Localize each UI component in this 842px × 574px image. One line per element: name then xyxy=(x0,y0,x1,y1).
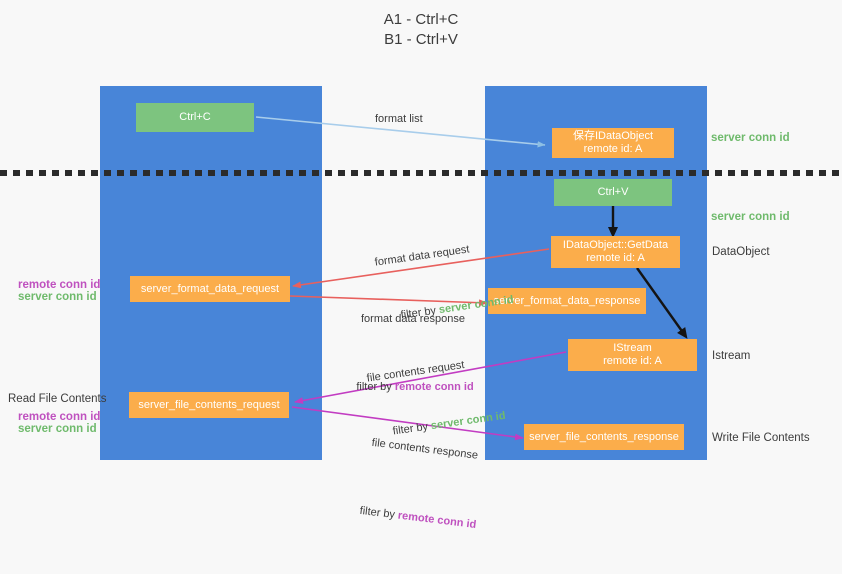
page-title: A1 - Ctrl+C B1 - Ctrl+V xyxy=(383,11,459,48)
left-label-read-file-contents: Read File Contents xyxy=(8,393,107,405)
node-ctrl-c[interactable]: Ctrl+C xyxy=(136,103,254,132)
phase-divider xyxy=(0,170,842,176)
edge-label-format-list: format list xyxy=(375,113,423,125)
node-server-file-contents-request[interactable]: server_file_contents_request xyxy=(129,392,289,418)
node-getdata[interactable]: IDataObject::GetData remote id: A xyxy=(551,236,680,268)
right-label-server-conn-id-mid: server conn id xyxy=(711,211,790,223)
filter-prefix: filter by xyxy=(356,381,395,393)
edge-label-format-data-response-text: format data response xyxy=(361,313,465,325)
filter-prefix: filter by xyxy=(358,504,399,522)
edge-label-file-contents-response-text: file contents response xyxy=(371,436,479,462)
edge-label-format-data-response-filter: filter by remote conn id xyxy=(338,366,474,408)
filter-value: remote conn id xyxy=(397,509,477,532)
node-server-file-contents-response[interactable]: server_file_contents_response xyxy=(524,424,684,450)
node-idataobject[interactable]: 保存IDataObject remote id: A xyxy=(552,128,674,158)
right-label-write-file-contents: Write File Contents xyxy=(712,432,810,444)
diagram-canvas: A1 - Ctrl+C B1 - Ctrl+V A1 remote B1 con… xyxy=(0,11,842,532)
left-label-server-conn-id-bottom: server conn id xyxy=(18,423,97,435)
node-server-format-data-request[interactable]: server_format_data_request xyxy=(130,276,290,302)
left-label-remote-conn-id-mid: remote conn id xyxy=(18,279,101,291)
right-label-data-object: DataObject xyxy=(712,246,770,258)
right-label-server-conn-id-top: server conn id xyxy=(711,132,790,144)
node-ctrl-v[interactable]: Ctrl+V xyxy=(554,179,672,206)
left-label-server-conn-id-mid: server conn id xyxy=(18,291,97,303)
edge-label-file-contents-response: file contents response filter by remote … xyxy=(357,408,489,574)
edge-label-file-contents-response-filter: filter by remote conn id xyxy=(339,488,479,546)
filter-value: remote conn id xyxy=(394,381,474,393)
node-server-format-data-response[interactable]: server_format_data_response xyxy=(488,288,646,314)
edge-label-file-contents-request-text: file contents request xyxy=(366,359,466,385)
edge-label-format-data-response: format data response filter by remote co… xyxy=(356,284,473,436)
left-label-remote-conn-id-bottom: remote conn id xyxy=(18,411,101,423)
node-istream[interactable]: IStream remote id: A xyxy=(568,339,697,371)
edge-label-format-data-request-text: format data request xyxy=(374,243,471,269)
right-label-istream: Istream xyxy=(712,350,751,362)
